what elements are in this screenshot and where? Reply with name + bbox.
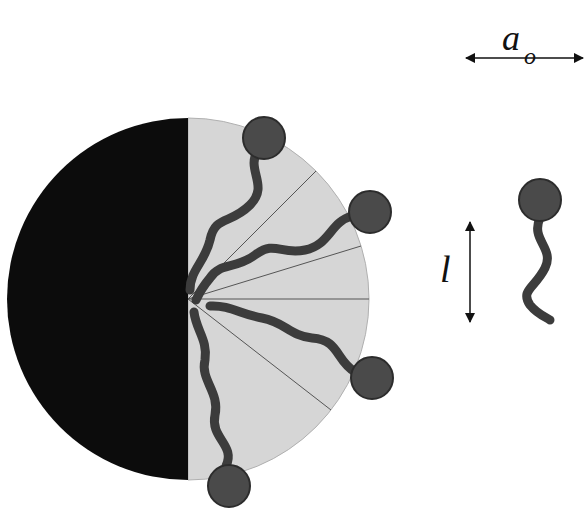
single-head [519, 179, 561, 221]
surfactant-tails [190, 150, 355, 466]
micelle-core [7, 118, 188, 480]
micelle-shell [188, 118, 369, 480]
surfactant-heads [208, 117, 393, 507]
sector-lines [188, 171, 369, 410]
dimension-symbol: a [502, 20, 520, 56]
single-tail [527, 218, 550, 320]
length-arrow [469, 222, 471, 322]
dimension-subscript: o [524, 44, 536, 68]
dimension-symbol: l [440, 250, 451, 288]
